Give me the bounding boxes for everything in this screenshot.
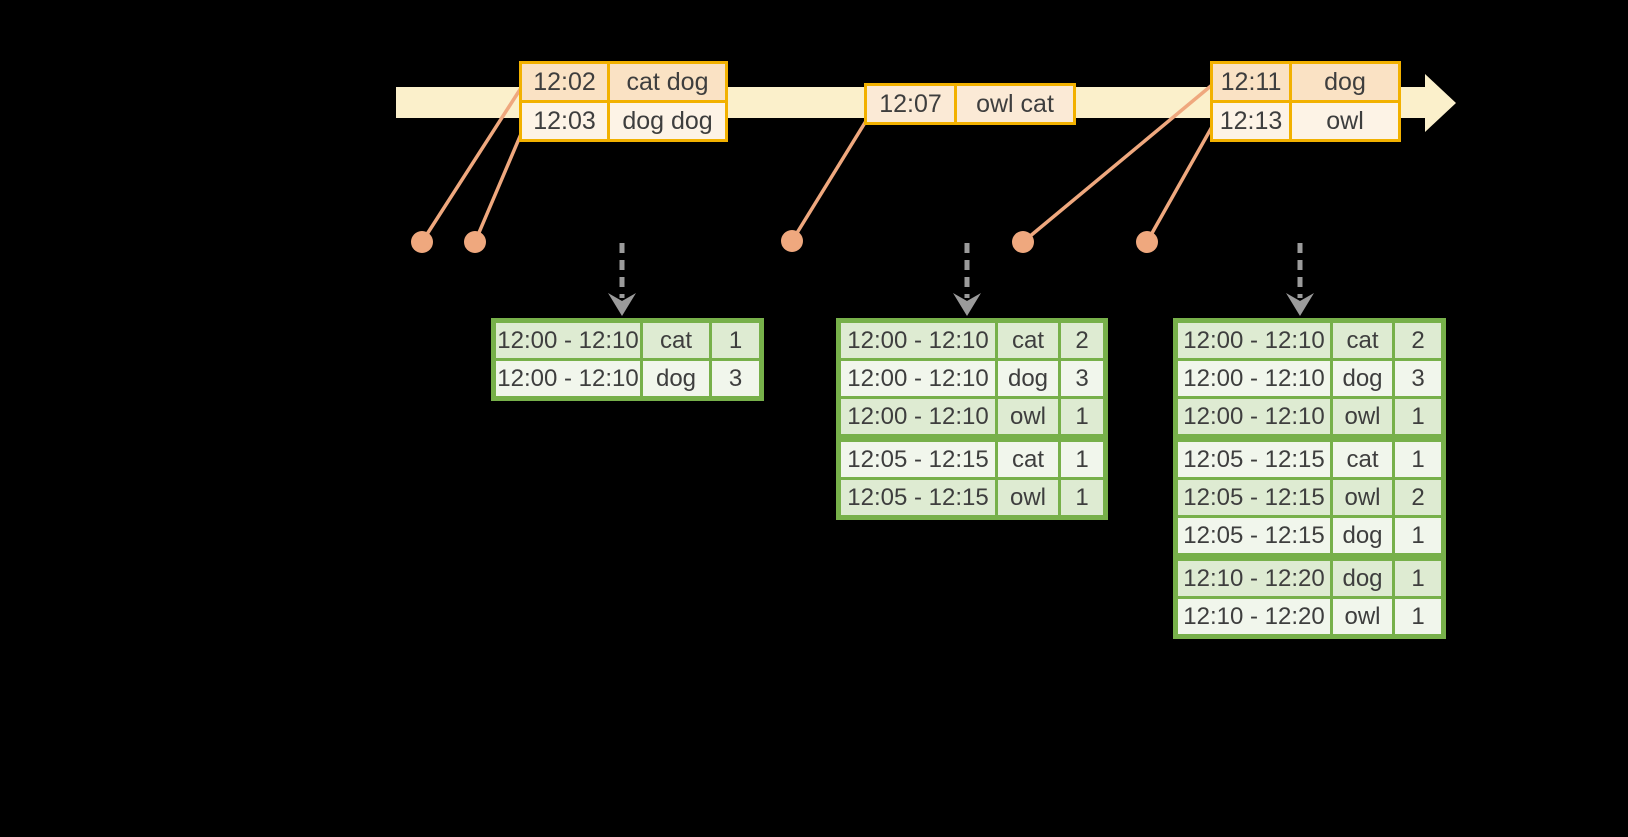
event-dot xyxy=(464,231,486,253)
cell-count: 1 xyxy=(1058,477,1107,519)
connector-line xyxy=(473,126,526,243)
cell-count: 2 xyxy=(1392,477,1445,518)
cell-word: dog xyxy=(1330,553,1395,599)
cell-word: dog xyxy=(1330,515,1395,559)
cell-word: cat xyxy=(995,319,1061,361)
cell-window: 12:10 - 12:20 xyxy=(1174,553,1333,599)
cell-window: 12:00 - 12:10 xyxy=(492,358,643,400)
cell-word: dog xyxy=(1330,358,1395,399)
cell-time: 12:03 xyxy=(519,100,610,142)
event-dot xyxy=(1136,231,1158,253)
cell-count: 3 xyxy=(709,358,763,400)
connector-line xyxy=(790,120,868,242)
cell-count: 3 xyxy=(1058,358,1107,399)
cell-window: 12:05 - 12:15 xyxy=(837,434,998,480)
cell-window: 12:00 - 12:10 xyxy=(1174,396,1333,440)
cell-word: owl xyxy=(1330,477,1395,518)
cell-window: 12:00 - 12:10 xyxy=(492,319,643,361)
cell-window: 12:10 - 12:20 xyxy=(1174,596,1333,638)
cell-count: 3 xyxy=(1392,358,1445,399)
cell-word: owl xyxy=(1330,596,1395,638)
cell-word: owl xyxy=(995,396,1061,440)
event-dot xyxy=(1012,231,1034,253)
cell-words: owl cat xyxy=(954,83,1076,125)
cell-window: 12:00 - 12:10 xyxy=(837,358,998,399)
cell-count: 2 xyxy=(1392,319,1445,361)
cell-count: 2 xyxy=(1058,319,1107,361)
cell-word: cat xyxy=(1330,434,1395,480)
cell-time: 12:13 xyxy=(1210,100,1292,142)
cell-word: owl xyxy=(995,477,1061,519)
cell-count: 1 xyxy=(1058,396,1107,440)
cell-window: 12:05 - 12:15 xyxy=(1174,477,1333,518)
cell-window: 12:05 - 12:15 xyxy=(837,477,998,519)
cell-word: cat xyxy=(1330,319,1395,361)
cell-window: 12:00 - 12:10 xyxy=(1174,358,1333,399)
event-dot xyxy=(781,230,803,252)
cell-word: owl xyxy=(1330,396,1395,440)
cell-count: 1 xyxy=(1392,596,1445,638)
cell-time: 12:07 xyxy=(864,83,957,125)
connector-line xyxy=(420,87,523,243)
connector-line xyxy=(1145,124,1215,243)
cell-count: 1 xyxy=(1392,553,1445,599)
cell-words: dog xyxy=(1289,61,1401,103)
cell-word: cat xyxy=(640,319,712,361)
cell-words: dog dog xyxy=(607,100,728,142)
cell-count: 1 xyxy=(709,319,763,361)
cell-count: 1 xyxy=(1058,434,1107,480)
cell-window: 12:05 - 12:15 xyxy=(1174,434,1333,480)
cell-window: 12:00 - 12:10 xyxy=(1174,319,1333,361)
cell-word: dog xyxy=(640,358,712,400)
trigger-arrowhead-icon xyxy=(608,293,636,316)
cell-time: 12:02 xyxy=(519,61,610,103)
cell-words: cat dog xyxy=(607,61,728,103)
trigger-arrowhead-icon xyxy=(953,293,981,316)
cell-count: 1 xyxy=(1392,434,1445,480)
trigger-arrowhead-icon xyxy=(1286,293,1314,316)
cell-window: 12:00 - 12:10 xyxy=(837,319,998,361)
cell-count: 1 xyxy=(1392,396,1445,440)
cell-words: owl xyxy=(1289,100,1401,142)
event-dot xyxy=(411,231,433,253)
timeline-arrowhead-icon xyxy=(1425,74,1456,132)
cell-word: cat xyxy=(995,434,1061,480)
cell-count: 1 xyxy=(1392,515,1445,559)
cell-time: 12:11 xyxy=(1210,61,1292,103)
cell-window: 12:05 - 12:15 xyxy=(1174,515,1333,559)
cell-word: dog xyxy=(995,358,1061,399)
connector-line xyxy=(1021,83,1214,244)
cell-window: 12:00 - 12:10 xyxy=(837,396,998,440)
